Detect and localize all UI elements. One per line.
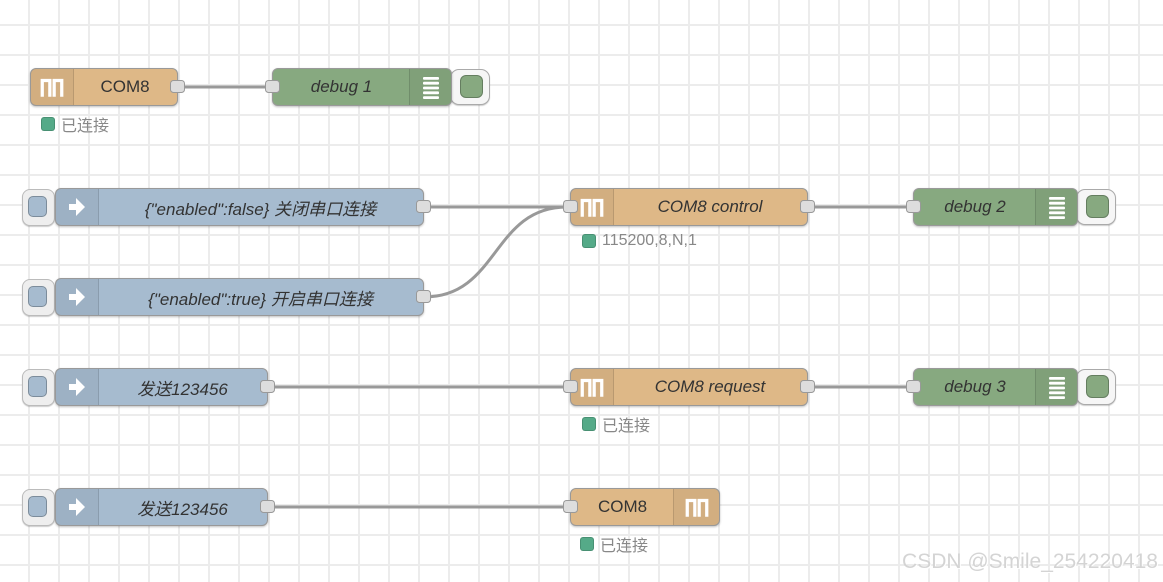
node-label: debug 3: [944, 377, 1006, 396]
inject-arrow-icon: [56, 279, 99, 315]
debug-toggle-indicator: [1086, 195, 1109, 218]
debug-list-icon: [1035, 189, 1077, 225]
status-text: 已连接: [602, 418, 651, 435]
serial-port-icon: [571, 189, 614, 225]
node-inject-close-serial[interactable]: {"enabled":false} 关闭串口连接: [55, 188, 431, 226]
node-label: 发送123456: [137, 499, 228, 519]
debug-toggle-button[interactable]: [1076, 189, 1116, 225]
status-dot: [582, 417, 596, 431]
output-port[interactable]: [170, 80, 185, 93]
status-text: 已连接: [61, 118, 110, 135]
inject-button[interactable]: [22, 369, 55, 406]
input-port[interactable]: [265, 80, 280, 93]
node-debug-3[interactable]: debug 3: [906, 368, 1078, 406]
inject-arrow-icon: [56, 489, 99, 525]
node-status: 已连接: [580, 532, 648, 556]
node-serial-control[interactable]: COM8 control: [563, 188, 815, 226]
node-label: COM8 control: [657, 197, 763, 216]
input-port[interactable]: [906, 200, 921, 213]
node-label: debug 1: [310, 77, 373, 96]
output-port[interactable]: [260, 500, 275, 513]
output-port[interactable]: [800, 200, 815, 213]
status-text: 115200,8,N,1: [602, 232, 697, 249]
node-label: {"enabled":false} 关闭串口连接: [144, 199, 377, 219]
inject-button-indicator: [28, 496, 47, 517]
input-port[interactable]: [563, 500, 578, 513]
inject-button[interactable]: [22, 489, 55, 526]
node-label: COM8 request: [654, 377, 766, 396]
inject-arrow-icon: [56, 189, 99, 225]
inject-button[interactable]: [22, 189, 55, 226]
inject-arrow-icon: [56, 369, 99, 405]
node-status: 已连接: [582, 412, 650, 436]
debug-list-icon: [1035, 369, 1077, 405]
inject-button-indicator: [28, 376, 47, 397]
debug-toggle-indicator: [1086, 375, 1109, 398]
output-port[interactable]: [416, 200, 431, 213]
node-inject-open-serial[interactable]: {"enabled":true} 开启串口连接: [55, 278, 431, 316]
watermark: CSDN @Smile_254220418: [902, 550, 1158, 573]
debug-toggle-indicator: [460, 75, 483, 98]
serial-port-icon: [571, 369, 614, 405]
node-label: debug 2: [944, 197, 1006, 216]
node-label: COM8: [597, 497, 648, 516]
output-port[interactable]: [800, 380, 815, 393]
debug-list-icon: [409, 69, 451, 105]
input-port[interactable]: [906, 380, 921, 393]
wire-injectopen-control[interactable]: [423, 205, 568, 299]
inject-button[interactable]: [22, 279, 55, 316]
status-dot: [582, 234, 596, 248]
node-debug-2[interactable]: debug 2: [906, 188, 1078, 226]
status-text: 已连接: [600, 538, 649, 555]
status-dot: [580, 537, 594, 551]
debug-toggle-button[interactable]: [450, 69, 490, 105]
node-status: 已连接: [41, 112, 109, 136]
node-serial-in[interactable]: COM8: [30, 68, 185, 106]
node-label: {"enabled":true} 开启串口连接: [148, 289, 373, 309]
serial-port-icon: [31, 69, 74, 105]
node-inject-send-b[interactable]: 发送123456: [55, 488, 275, 526]
node-debug-1[interactable]: debug 1: [265, 68, 452, 106]
node-serial-request[interactable]: COM8 request: [563, 368, 815, 406]
input-port[interactable]: [563, 380, 578, 393]
node-label: 发送123456: [137, 379, 228, 399]
serial-port-icon: [673, 489, 719, 525]
output-port[interactable]: [260, 380, 275, 393]
node-serial-out[interactable]: COM8: [563, 488, 720, 526]
node-status: 115200,8,N,1: [582, 232, 697, 250]
input-port[interactable]: [563, 200, 578, 213]
node-label: COM8: [100, 77, 150, 96]
output-port[interactable]: [416, 290, 431, 303]
node-inject-send-a[interactable]: 发送123456: [55, 368, 275, 406]
inject-button-indicator: [28, 286, 47, 307]
debug-toggle-button[interactable]: [1076, 369, 1116, 405]
status-dot: [41, 117, 55, 131]
inject-button-indicator: [28, 196, 47, 217]
